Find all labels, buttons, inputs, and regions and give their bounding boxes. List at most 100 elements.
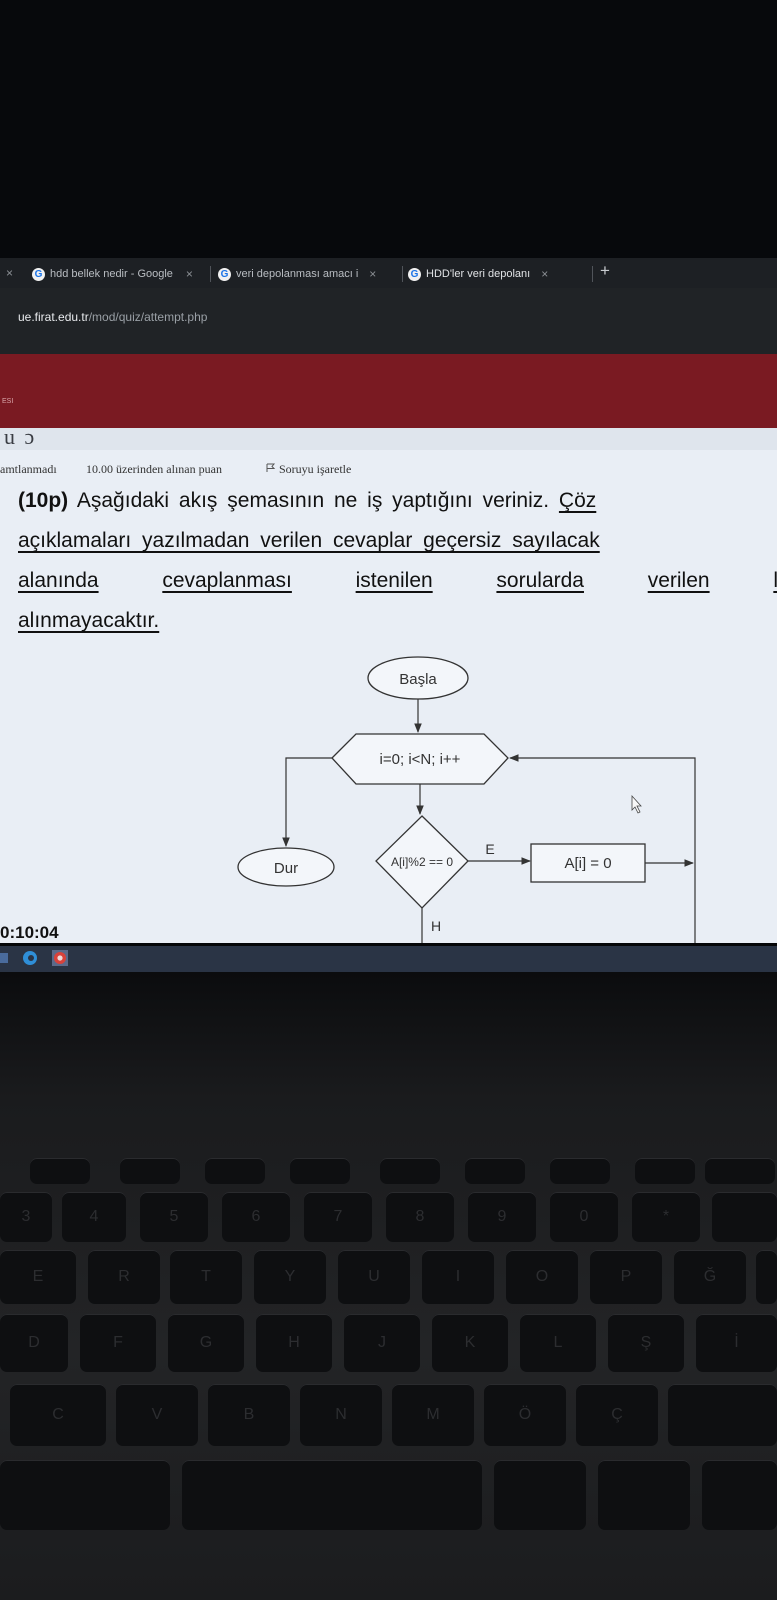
keyboard-key — [465, 1158, 525, 1184]
mouse-cursor-icon — [631, 794, 642, 814]
stop-terminal — [237, 847, 335, 887]
answer-status: amtlanmadı — [0, 462, 57, 476]
keyboard-key: U — [338, 1250, 410, 1304]
tab-hdd-veri-depolanir[interactable]: G HDD'ler veri depolanı × — [408, 264, 588, 284]
google-icon: G — [408, 267, 421, 281]
close-tab-icon[interactable]: × — [369, 267, 377, 281]
google-icon: G — [218, 267, 231, 281]
arrow-return-to-loop — [509, 754, 696, 943]
keyboard-key: K — [432, 1314, 508, 1372]
screen-bezel — [0, 0, 777, 262]
question-word: alanında — [18, 569, 99, 592]
question-line-2: açıklamaları yazılmadan verilen cevaplar… — [18, 529, 600, 552]
keyboard-key: P — [590, 1250, 662, 1304]
question-line-3: alanında cevaplanması istenilen sorulard… — [18, 566, 777, 596]
question-word: cevaplanması — [162, 569, 292, 592]
keyboard-key: H — [256, 1314, 332, 1372]
keyboard-key — [702, 1460, 777, 1530]
tab-title: HDD'ler veri depolanı — [426, 268, 531, 280]
tab-separator — [402, 266, 403, 282]
close-tab-icon[interactable]: × — [6, 266, 14, 280]
question-number-partial: u ɔ — [4, 424, 37, 449]
tab-veri-depolanmasi[interactable]: G veri depolanması amacı i × — [218, 264, 400, 284]
address-bar — [0, 288, 777, 354]
loop-hexagon — [331, 733, 509, 785]
keyboard-key: Ğ — [674, 1250, 746, 1304]
keyboard-key — [120, 1158, 180, 1184]
no-label: H — [431, 918, 441, 934]
keyboard-key — [550, 1158, 610, 1184]
keyboard-key — [598, 1460, 690, 1530]
google-icon: G — [32, 267, 45, 281]
chrome-browser-icon[interactable] — [52, 950, 68, 966]
keyboard-key: V — [116, 1384, 198, 1446]
question-points: (10p) — [18, 489, 69, 512]
keyboard-key: O — [506, 1250, 578, 1304]
keyboard-key: 6 — [222, 1192, 290, 1242]
edge-browser-icon[interactable] — [22, 950, 38, 966]
keyboard-key: J — [344, 1314, 420, 1372]
stop-label: Dur — [274, 860, 298, 877]
close-tab-icon[interactable]: × — [541, 267, 549, 281]
keyboard-key: E — [0, 1250, 76, 1304]
keyboard-key — [712, 1192, 777, 1242]
arrow-loop-exit — [282, 757, 332, 847]
keyboard-key: 8 — [386, 1192, 454, 1242]
tab-title: hdd bellek nedir - Google — [50, 268, 173, 280]
action-label: A[i] = 0 — [564, 855, 611, 872]
keyboard-key — [668, 1384, 777, 1446]
question-word: sorularda — [496, 569, 584, 592]
quiz-timer: 0:10:04 — [0, 923, 59, 942]
keyboard-key: 9 — [468, 1192, 536, 1242]
windows-start-icon[interactable] — [0, 953, 8, 963]
question-note-start: Çöz — [558, 489, 597, 512]
tab-hdd-bellek[interactable]: G hdd bellek nedir - Google × — [32, 264, 202, 284]
question-sentence: Aşağıdaki akış şemasının ne iş yaptığını… — [68, 489, 559, 512]
flag-question-link[interactable]: Soruyu işaretle — [266, 462, 351, 477]
question-line-1: (10p) Aşağıdaki akış şemasının ne iş yap… — [18, 486, 596, 516]
page-top-strip — [0, 428, 777, 450]
keyboard-key: F — [80, 1314, 156, 1372]
keyboard-key — [635, 1158, 695, 1184]
keyboard-key — [290, 1158, 350, 1184]
tab-separator — [592, 266, 593, 282]
flag-icon — [266, 463, 276, 472]
tab-separator — [210, 266, 211, 282]
url-path: /mod/quiz/attempt.php — [88, 310, 208, 324]
yes-label: E — [485, 841, 494, 857]
site-header-label: ESI — [2, 398, 14, 405]
question-word: istenilen — [355, 569, 433, 592]
start-label: Başla — [399, 671, 437, 688]
taskbar — [0, 946, 777, 972]
flowchart: Başla i=0; i<N; i++ A[i]%2 == 0 H E A[i]… — [237, 656, 696, 943]
keyboard-key: C — [10, 1384, 106, 1446]
keyboard-key: 4 — [62, 1192, 126, 1242]
decision-label: A[i]%2 == 0 — [391, 855, 453, 869]
tab-title: veri depolanması amacı i — [236, 268, 359, 280]
close-tab-icon[interactable]: × — [185, 267, 193, 281]
question-word: l — [773, 569, 777, 592]
keyboard-key: * — [632, 1192, 700, 1242]
keyboard-key — [0, 1460, 170, 1530]
keyboard-key — [756, 1250, 777, 1304]
keyboard-key: 0 — [550, 1192, 618, 1242]
keyboard-key: Ö — [484, 1384, 566, 1446]
keyboard-key: 3 — [0, 1192, 52, 1242]
keyboard-key: R — [88, 1250, 160, 1304]
question-line-4: alınmayacaktır. — [18, 609, 160, 632]
keyboard-key: M — [392, 1384, 474, 1446]
keyboard-key: 5 — [140, 1192, 208, 1242]
keyboard-key — [705, 1158, 775, 1184]
site-header-band — [0, 354, 777, 428]
keyboard-key — [205, 1158, 265, 1184]
keyboard-key: T — [170, 1250, 242, 1304]
action-box — [530, 843, 646, 883]
url-field[interactable]: ue.firat.edu.tr/mod/quiz/attempt.php — [18, 310, 207, 324]
question-word: verilen — [647, 569, 710, 592]
new-tab-button[interactable]: + — [600, 261, 610, 280]
keyboard-key: 7 — [304, 1192, 372, 1242]
keyboard-key: İ — [696, 1314, 777, 1372]
keyboard-key: Ç — [576, 1384, 658, 1446]
keyboard-key: N — [300, 1384, 382, 1446]
keyboard-key: Ş — [608, 1314, 684, 1372]
